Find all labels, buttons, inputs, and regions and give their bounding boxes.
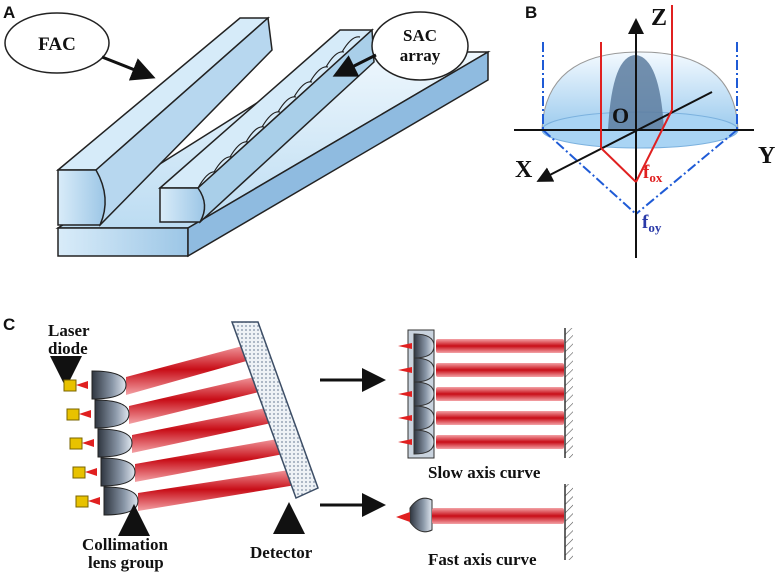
- slow-axis-emitter: [398, 391, 412, 397]
- panel-b-coordinate-diagram: [514, 5, 754, 258]
- sac-lens-segment: [413, 429, 435, 455]
- laser-diode: [69, 437, 83, 450]
- detector-plate: [230, 321, 319, 500]
- panel-a-letter: A: [3, 3, 15, 22]
- laser-beam: [135, 437, 289, 482]
- fac-label: FAC: [38, 34, 76, 55]
- laser-label-line2: diode: [48, 339, 88, 358]
- foy-label: foy: [642, 212, 662, 235]
- fast-axis-label: Fast axis curve: [428, 550, 537, 569]
- fac-callout: [4, 12, 110, 74]
- axis-y-label: Y: [758, 143, 775, 169]
- sac-label-line2: array: [400, 46, 441, 65]
- panel-b-letter: B: [525, 3, 537, 22]
- collimation-label-line2: lens group: [88, 553, 164, 572]
- axis-x-label: X: [515, 157, 533, 183]
- diode-emission: [76, 381, 88, 389]
- slow-axis-beam: [436, 435, 564, 449]
- diode-emission: [88, 497, 100, 505]
- slow-axis-emitter: [398, 439, 412, 445]
- slow-axis-beam: [436, 363, 564, 377]
- laser-beam: [138, 468, 302, 511]
- fac-arrow: [101, 55, 156, 81]
- slow-axis-label: Slow axis curve: [428, 463, 541, 482]
- sac-lens-segment: [413, 333, 435, 359]
- diode-emission: [79, 410, 91, 418]
- main-beams: [126, 344, 302, 511]
- panel-a-lens-assembly: [55, 16, 491, 258]
- slow-axis-beam: [436, 411, 564, 425]
- sac-arrow: [332, 53, 377, 77]
- laser-label-line1: Laser: [48, 321, 90, 340]
- slow-axis-beam: [436, 387, 564, 401]
- slow-axis-emitter: [398, 343, 412, 349]
- laser-beam: [132, 406, 276, 453]
- collimation-label-line1: Collimation: [82, 535, 168, 554]
- slow-axis-diagram: [398, 329, 564, 459]
- laser-diode: [66, 408, 80, 421]
- sac-callout: [371, 11, 469, 81]
- collimation-lens: [97, 428, 133, 458]
- axis-z-label: Z: [651, 5, 667, 31]
- laser-diode: [72, 466, 86, 479]
- fox-main: f: [643, 162, 650, 183]
- diode-emission: [82, 439, 94, 447]
- slow-axis-emitter: [398, 367, 412, 373]
- collimation-lens: [103, 486, 139, 516]
- fox-label: fox: [643, 162, 663, 185]
- foy-main: f: [642, 212, 649, 233]
- sac-lens-segment: [413, 405, 435, 431]
- laser-diode-array: [63, 379, 100, 508]
- slow-axis-beam: [436, 339, 564, 353]
- diode-emission: [85, 468, 97, 476]
- laser-diode: [75, 495, 89, 508]
- detector-label: Detector: [250, 543, 313, 562]
- panel-c-letter: C: [3, 315, 15, 334]
- slow-axis-emitter: [398, 415, 412, 421]
- origin-label: O: [612, 103, 629, 128]
- fast-axis-screen: [565, 484, 573, 560]
- sac-lens-segment: [413, 381, 435, 407]
- slow-axis-screen: [565, 328, 573, 458]
- sac-label-line1: SAC: [403, 26, 437, 45]
- collimation-lens: [94, 399, 130, 429]
- fast-axis-diagram: [396, 497, 564, 533]
- laser-beam: [129, 375, 263, 424]
- laser-beam: [126, 344, 250, 395]
- laser-diode: [63, 379, 77, 392]
- collimation-lens: [100, 457, 136, 487]
- sac-lens-segment: [413, 357, 435, 383]
- foy-sub: oy: [648, 220, 662, 235]
- fox-sub: ox: [649, 170, 663, 185]
- collimation-lens: [91, 370, 127, 400]
